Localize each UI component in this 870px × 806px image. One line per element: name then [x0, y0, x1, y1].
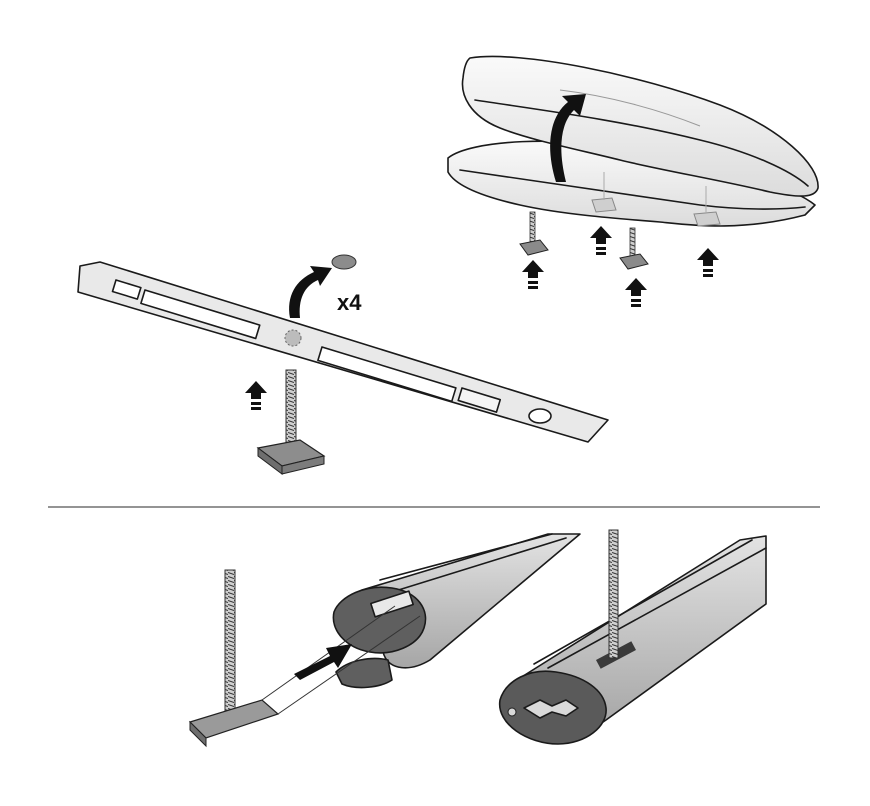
up-arrow-icon [625, 278, 647, 307]
up-arrow-icon [697, 248, 719, 277]
box-bolt-right [619, 227, 649, 270]
t-bolt [256, 369, 326, 475]
curved-arrow-icon [289, 266, 332, 318]
t-bolt-fitted [608, 529, 619, 659]
crossbar-right [499, 535, 767, 745]
cargo-box [447, 55, 819, 227]
quantity-label: x4 [337, 290, 362, 315]
curved-arrow-icon [550, 94, 586, 182]
box-mount-slots [591, 172, 721, 227]
cover-cap [331, 254, 357, 270]
crossbar-left [332, 533, 581, 689]
up-arrow-icon [522, 260, 544, 289]
push-arrow-icon [294, 644, 352, 680]
t-bolt-sliding [188, 569, 421, 748]
up-arrow-icon [590, 226, 612, 255]
up-arrow-icon [245, 381, 267, 410]
mounting-strip [77, 261, 609, 443]
box-bolt-left [519, 211, 549, 256]
